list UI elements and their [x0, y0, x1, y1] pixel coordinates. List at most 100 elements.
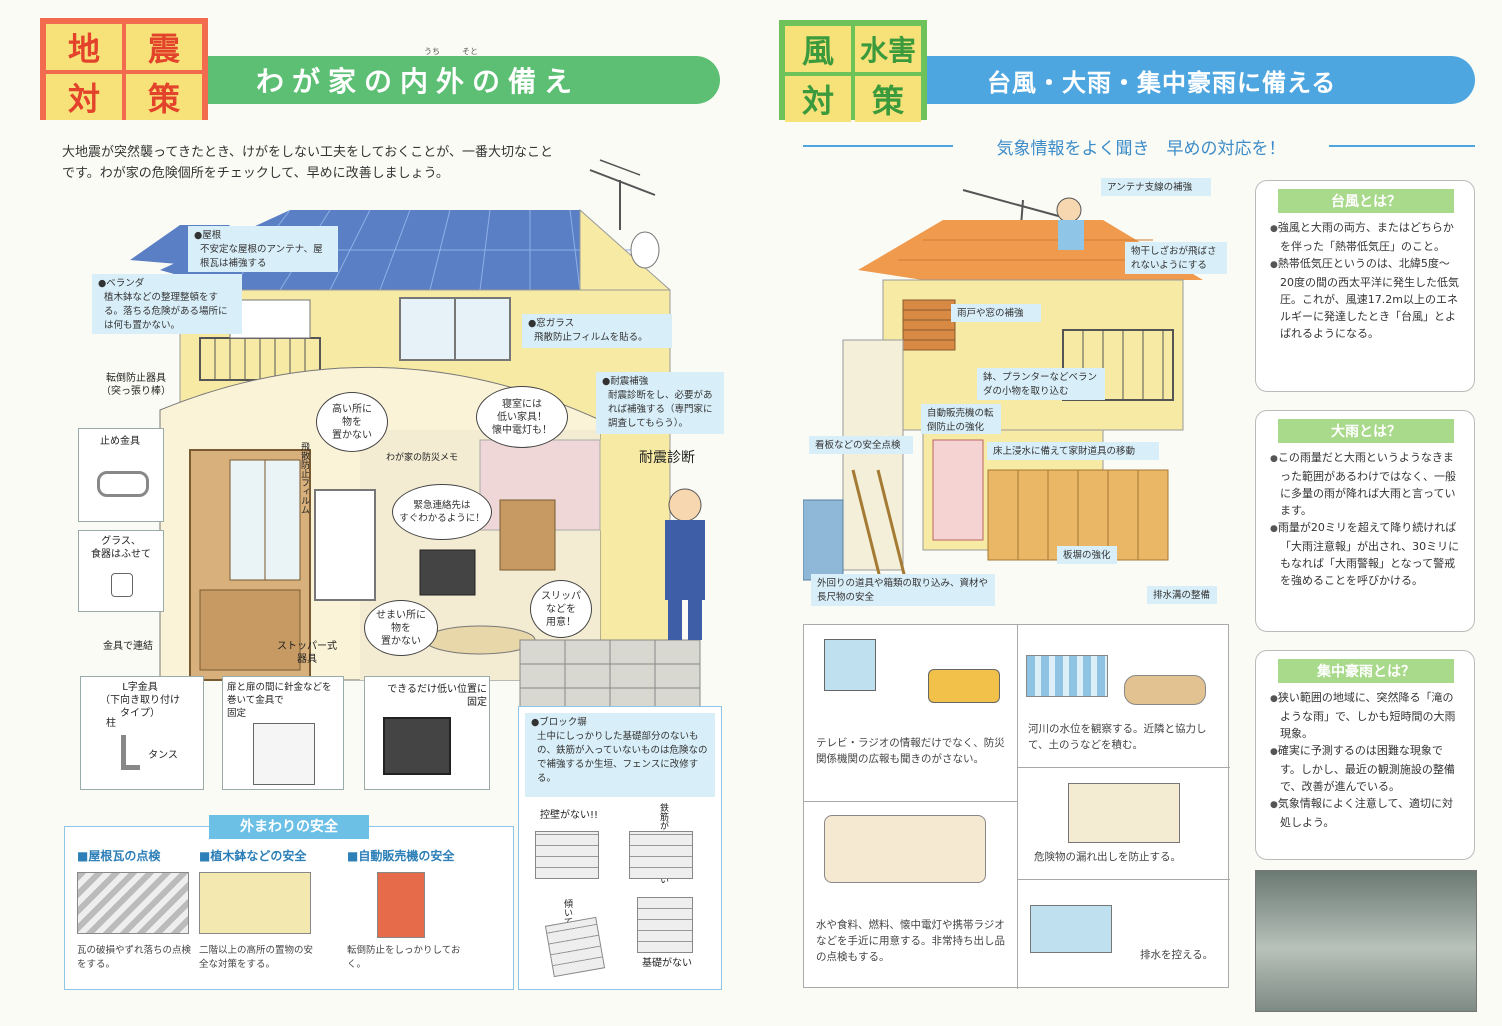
panel-divider	[1017, 767, 1230, 768]
river-icon	[1026, 655, 1108, 697]
outside-item-head: ■植木鉢などの安全	[199, 849, 307, 863]
panel-drainage-caption: 排水を控える。	[1140, 949, 1214, 961]
tag-char: 水害	[855, 26, 921, 72]
label-film: 飛散防止フィルム	[299, 442, 309, 514]
storm-note-pots: 鉢、プランターなどベランダの小物を取り込む	[977, 368, 1105, 400]
note-window: ●窓ガラス 飛散防止フィルムを貼る。	[522, 314, 672, 348]
label-door: 扉と扉の間に針金などを 巻いて金具で 固定	[227, 682, 332, 719]
storm-banner: 台風・大雨・集中豪雨に備える	[927, 56, 1475, 104]
outside-safety-panel: 外まわりの安全 ■屋根瓦の点検 瓦の破損やずれ落ちの点検をする。 ■植木鉢などの…	[64, 815, 514, 990]
note-block: ●ブロック塀 土中にしっかりした基礎部分のないもの、鉄筋が入っていないものは危険…	[525, 713, 715, 797]
block-icon	[535, 831, 599, 879]
tag-char: 対	[785, 76, 851, 122]
heavy-p1: 狭い範囲の地域に、突然降る「滝のような雨」で、しかも短時間の大雨現象。	[1270, 689, 1462, 742]
block-icon	[637, 897, 693, 953]
label-glass: グラス、 食器はふせて	[91, 536, 151, 560]
storm-note-outside: 外回りの道具や箱類の取り込み、資材や長尺物の安全	[811, 574, 995, 606]
tag-char: 地	[46, 24, 122, 70]
storm-note-drain: 排水溝の整備	[1147, 586, 1217, 604]
panel-supplies-caption: 水や食料、燃料、懐中電灯や携帯ラジオなどを手近に用意する。非常持ち出し品の点検も…	[816, 919, 1005, 963]
label-lshape: L字金具 （下向き取り付け タイプ）	[100, 682, 180, 719]
block-wall-panel: ●ブロック塀 土中にしっかりした基礎部分のないもの、鉄筋が入っていないものは危険…	[518, 706, 722, 990]
label-memo: わが家の防災メモ	[385, 453, 458, 463]
outside-item-head: ■屋根瓦の点検	[77, 849, 161, 863]
bubble-narrow: せまい所に 物を 置かない	[364, 600, 438, 656]
car-icon	[928, 669, 1000, 703]
bubble-bed: 寝室には 低い家具！ 懐中電灯も！	[476, 386, 568, 448]
storm-flood-page: 風 水害 対 策 台風・大雨・集中豪雨に備える 気象情報をよく聞き 早めの対応を…	[755, 0, 1502, 1026]
vending-machine-icon	[377, 872, 425, 938]
label-pole: 転倒防止器具 （突っ張り棒）	[101, 373, 171, 397]
storm-tag: 風 水害 対 策	[779, 20, 927, 122]
subtitle-rule	[803, 145, 953, 147]
earthquake-tag: 地 震 対 策	[40, 18, 208, 120]
outside-item-pots: ■植木鉢などの安全 二階以上の高所の置物の安全な対策をする。	[199, 847, 339, 972]
note-seismic: ●耐震補強 耐震診断をし、必要があれば補強する（専門家に調査してもらう）。	[596, 372, 724, 434]
typhoon-box: 台風とは？ 強風と大雨の両方、またはどちらかを伴った「熱帯低気圧」のこと。 熱帯…	[1255, 180, 1475, 392]
storm-note-flood: 床上浸水に備えて家財道具の移動	[987, 442, 1159, 460]
tag-char: 対	[46, 74, 122, 120]
heavy-rain-title: 集中豪雨とは？	[1278, 659, 1454, 683]
typhoon-p2-text: 熱帯低気圧というのは、北緯5度～20度の間の西太平洋に発生した低気圧。これが、風…	[1277, 257, 1459, 340]
label-stop: 止め金具	[100, 436, 140, 447]
banner-title: わが家の内外の備え	[256, 65, 581, 98]
earthquake-intro: 大地震が突然襲ってきたとき、けがをしない工夫をしておくことが、一番大切なことです…	[62, 145, 554, 181]
earthquake-page: 地 震 対 策 わが家の内外の備え うち そと 大地震が突然襲ってきたとき、けが…	[0, 0, 750, 1026]
heavy-p2: 確実に予測するのは困難な現象です。しかし、最近の観測施設の整備で、改善が進んでい…	[1270, 742, 1462, 795]
panel-tv-caption: テレビ・ラジオの情報だけでなく、防災関係機関の広報も聞きのがさない。	[816, 737, 1005, 765]
panel-divider	[1017, 625, 1018, 989]
rain-title: 大雨とは？	[1278, 419, 1454, 443]
outside-title: 外まわりの安全	[209, 815, 369, 839]
panel-divider	[1017, 879, 1230, 880]
storm-note-antenna: アンテナ支線の補強	[1101, 178, 1211, 196]
tag-char: 策	[855, 76, 921, 122]
detail-lshape: L字金具 （下向き取り付け タイプ） 柱 タンス	[80, 676, 204, 790]
panel-divider	[804, 801, 1017, 802]
heavy-p3: 気象情報によく注意して、適切に対処しよう。	[1270, 795, 1462, 831]
detail-glass: グラス、 食器はふせて	[78, 530, 164, 612]
bracket-icon	[97, 471, 149, 497]
note-body: 耐震診断をし、必要があれば補強する（専門家に調査してもらう）。	[608, 390, 713, 429]
glass-icon	[111, 573, 133, 597]
typhoon-p2: 熱帯低気圧というのは、北緯5度～20度の間の西太平洋に発生した低気圧。これが、風…	[1270, 255, 1462, 342]
label-pillar: 柱	[106, 718, 116, 729]
outside-item-roof: ■屋根瓦の点検 瓦の破損やずれ落ちの点検をする。	[77, 847, 207, 972]
storm-note-shutter: 雨戸や窓の補強	[951, 304, 1041, 322]
typhoon-p1-text: 強風と大雨の両方、またはどちらかを伴った「熱帯低気圧」のこと。	[1277, 221, 1454, 253]
rain-p2-text: 雨量が20ミリを超えて降り続ければ「大雨注意報」が出され、30ミリにもなれば「大…	[1277, 521, 1460, 587]
outside-item-text: 転倒防止をしっかりしておく。	[347, 945, 461, 970]
label-low: できるだけ低い位置に 固定	[387, 684, 487, 708]
panel-danger-caption: 危険物の漏れ出しを防止する。	[1034, 851, 1181, 863]
note-body: 飛散防止フィルムを貼る。	[534, 332, 648, 343]
label-diag: 耐震診断	[639, 450, 695, 466]
sandbag-icon	[1124, 675, 1206, 705]
lshape-icon	[121, 735, 140, 770]
tag-char: 風	[785, 26, 851, 72]
label-joint: 金具で連結	[103, 641, 153, 652]
detail-low: できるだけ低い位置に 固定	[364, 676, 490, 790]
block-icon	[544, 916, 606, 978]
typhoon-title: 台風とは？	[1278, 189, 1454, 213]
detail-stop: 止め金具	[78, 428, 164, 522]
ruby-uchi: うち	[424, 47, 440, 56]
earthquake-banner: わが家の内外の備え	[208, 56, 720, 104]
rain-p2: 雨量が20ミリを超えて降り続ければ「大雨注意報」が出され、30ミリにもなれば「大…	[1270, 519, 1462, 589]
tag-char: 震	[126, 24, 202, 70]
subtitle: 気象情報をよく聞き 早めの対応を！	[996, 139, 1286, 159]
detail-door: 扉と扉の間に針金などを 巻いて金具で 固定	[222, 676, 344, 790]
outside-item-text: 二階以上の高所の置物の安全な対策をする。	[199, 945, 314, 970]
rain-p1-text: この雨量だと大雨というようなきまった範囲があるわけではなく、一般に多量の雨が降れ…	[1277, 451, 1456, 517]
note-body: 植木鉢などの整理整頓をする。落ちる危険がある場所には何も置かない。	[104, 292, 228, 331]
note-title: ●ベランダ	[98, 278, 145, 289]
heavy-rain-box: 集中豪雨とは？ 狭い範囲の地域に、突然降る「滝のような雨」で、しかも短時間の大雨…	[1255, 650, 1475, 860]
subtitle-rule	[1329, 145, 1475, 147]
bath-icon	[1030, 905, 1112, 953]
storm-note-laundry: 物干しざおが飛ばされないようにする	[1125, 242, 1227, 274]
bubble-high: 高い所に 物を 置かない	[316, 392, 388, 452]
tv-radio-icon	[824, 639, 876, 691]
note-veranda: ●ベランダ 植木鉢などの整理整頓をする。落ちる危険がある場所には何も置かない。	[92, 274, 242, 334]
rain-box: 大雨とは？ この雨量だと大雨というようなきまった範囲があるわけではなく、一般に多…	[1255, 410, 1475, 632]
note-body: 土中にしっかりした基礎部分のないもの、鉄筋が入っていないものは危険なので補強する…	[537, 731, 708, 784]
supplies-icon	[824, 815, 986, 883]
fridge-icon	[253, 723, 315, 785]
